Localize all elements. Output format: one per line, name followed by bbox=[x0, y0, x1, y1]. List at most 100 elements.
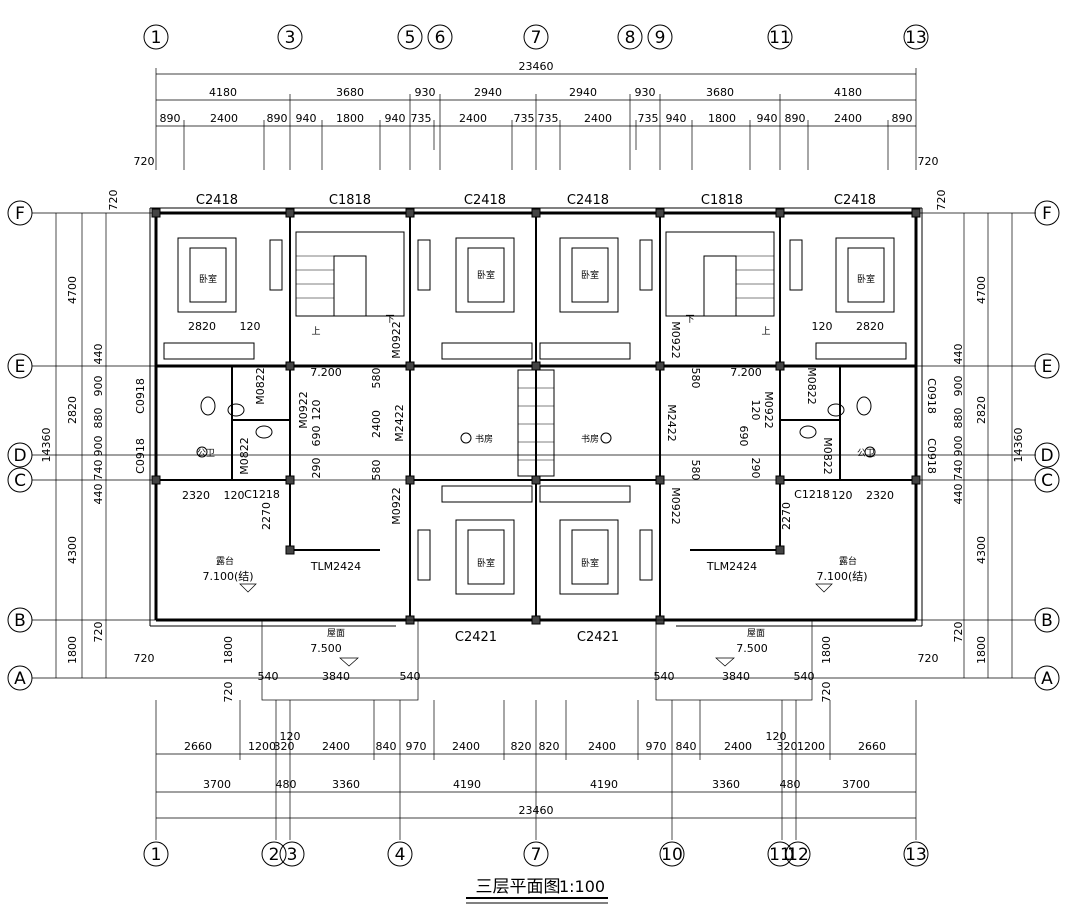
dim-2320: 2320 bbox=[866, 489, 894, 502]
dim-120: 120 bbox=[832, 489, 853, 502]
dim-top-l1: 4180 bbox=[209, 86, 237, 99]
dim-side-inner-left: 440 bbox=[92, 344, 105, 365]
grid-B-left: B bbox=[14, 611, 26, 631]
roof-level: 7.500 bbox=[736, 642, 768, 655]
dim-720-top-left: 720 bbox=[134, 155, 155, 168]
door-m0822: M0822 bbox=[238, 437, 251, 475]
dim-side-left: 2820 bbox=[66, 396, 79, 424]
grid-C-left: C bbox=[14, 471, 26, 491]
grid-6-top: 6 bbox=[435, 28, 446, 48]
dim-580: 580 bbox=[689, 368, 702, 389]
floor-level: 7.200 bbox=[310, 366, 342, 379]
dim-side-inner-left: 880 bbox=[92, 408, 105, 429]
dim-690: 690 bbox=[737, 426, 750, 447]
dim-side-right: 4700 bbox=[975, 276, 988, 304]
dim-side-inner-left: 720 bbox=[92, 622, 105, 643]
dim-690: 690 bbox=[310, 426, 323, 447]
dim-540: 540 bbox=[654, 670, 675, 683]
dim-top-l2: 890 bbox=[267, 112, 288, 125]
dim-bottom-l1: 2400 bbox=[724, 740, 752, 753]
dim-bottom-l1: 2400 bbox=[322, 740, 350, 753]
dim-side-inner-left: 900 bbox=[92, 436, 105, 457]
dim-side-inner-right: 440 bbox=[952, 484, 965, 505]
dim-side-left: 4300 bbox=[66, 536, 79, 564]
room-bath: 公卫 bbox=[857, 448, 875, 459]
dim-side-total-left: 14360 bbox=[40, 428, 53, 463]
room-terrace: 露台 bbox=[839, 555, 857, 567]
dim-bottom-l2: 3700 bbox=[842, 778, 870, 791]
door-m0922: M0922 bbox=[297, 391, 310, 429]
dim-290: 290 bbox=[749, 458, 762, 479]
dim-side-inner-right: 720 bbox=[952, 622, 965, 643]
dim-top-l2: 940 bbox=[666, 112, 687, 125]
dim-2270: 2270 bbox=[260, 502, 273, 530]
grid-E-left: E bbox=[15, 357, 26, 377]
dim-side-right: 1800 bbox=[975, 636, 988, 664]
drawing-title: 三层平面图 1:100 bbox=[466, 877, 608, 904]
dim-120: 120 bbox=[240, 320, 261, 333]
dim-540: 540 bbox=[258, 670, 279, 683]
dim-580: 580 bbox=[370, 460, 383, 481]
door-labels: M0922 M0922 M0922 M0922 M0922 M0922 M082… bbox=[134, 320, 939, 703]
top-dimensions: 23460 4180 3680 930 2940 2940 930 3680 4… bbox=[107, 60, 948, 211]
dim-top-l2: 2400 bbox=[834, 112, 862, 125]
room-bedroom: 卧室 bbox=[581, 557, 599, 569]
dim-side-right: 4300 bbox=[975, 536, 988, 564]
dim-580: 580 bbox=[370, 368, 383, 389]
roof-level: 7.500 bbox=[310, 642, 342, 655]
grid-C-right: C bbox=[1041, 471, 1053, 491]
door-m0822: M0822 bbox=[821, 437, 834, 475]
dim-top-l2: 735 bbox=[538, 112, 559, 125]
room-roof: 屋面 bbox=[747, 628, 765, 639]
dim-2320: 2320 bbox=[182, 489, 210, 502]
dim-bottom-l1: 1200 bbox=[248, 740, 276, 753]
dim-top-l1: 3680 bbox=[706, 86, 734, 99]
dim-720: 720 bbox=[820, 682, 833, 703]
dim-top-l1: 930 bbox=[415, 86, 436, 99]
grid-5-top: 5 bbox=[405, 28, 416, 48]
window-c0918: C0918 bbox=[925, 438, 938, 474]
window-c1218: C1218 bbox=[794, 488, 830, 501]
dim-top-l1: 2940 bbox=[474, 86, 502, 99]
bottom-dimensions: 2660 1200 320 2400 840 970 2400 820 820 … bbox=[155, 700, 917, 840]
stair-down: 下 bbox=[685, 315, 694, 325]
dim-side-inner-right: 900 bbox=[952, 436, 965, 457]
dim-bottom-l2: 4190 bbox=[453, 778, 481, 791]
dim-top-l2: 940 bbox=[385, 112, 406, 125]
dim-120: 120 bbox=[310, 400, 323, 421]
dim-720-top-right: 720 bbox=[918, 155, 939, 168]
grid-A-right: A bbox=[1041, 669, 1053, 689]
door-m0922: M0922 bbox=[390, 321, 403, 359]
door-m0822: M0822 bbox=[254, 367, 267, 405]
grid-E-right: E bbox=[1042, 357, 1053, 377]
grid-1-top: 1 bbox=[151, 28, 162, 48]
roof-parapets bbox=[239, 583, 833, 701]
dim-580: 580 bbox=[689, 460, 702, 481]
grid-D-right: D bbox=[1040, 446, 1053, 466]
dim-720: 720 bbox=[222, 682, 235, 703]
dim-540: 540 bbox=[794, 670, 815, 683]
dim-side-inner-left: 440 bbox=[92, 484, 105, 505]
dim-bottom-l1: 840 bbox=[676, 740, 697, 753]
grid-4-bottom: 4 bbox=[395, 845, 406, 865]
dim-2820: 2820 bbox=[188, 320, 216, 333]
stair-up: 上 bbox=[761, 326, 770, 337]
grid-7-bottom: 7 bbox=[531, 845, 542, 865]
window-c1818-1: C1818 bbox=[329, 193, 371, 208]
window-c2418-3: C2418 bbox=[567, 193, 609, 208]
dim-290: 290 bbox=[310, 458, 323, 479]
dim-bottom-l2: 3360 bbox=[332, 778, 360, 791]
door-m0922: M0922 bbox=[762, 391, 775, 429]
dim-bottom-small: 120 bbox=[766, 730, 787, 743]
grid-2-bottom: 2 bbox=[269, 845, 280, 865]
window-c2418-1: C2418 bbox=[196, 193, 238, 208]
dim-2820: 2820 bbox=[856, 320, 884, 333]
dim-top-l2: 735 bbox=[411, 112, 432, 125]
room-bath: 公卫 bbox=[197, 448, 215, 459]
dim-120: 120 bbox=[812, 320, 833, 333]
grid-3-bottom: 3 bbox=[287, 845, 298, 865]
grid-13-bottom: 13 bbox=[905, 845, 927, 865]
dim-bottom-l1: 2400 bbox=[452, 740, 480, 753]
dim-bottom-l1: 2660 bbox=[184, 740, 212, 753]
room-labels: 卧室 卧室 卧室 卧室 卧室 卧室 书房 书房 公卫 公卫 露台 7.100(结… bbox=[197, 269, 875, 655]
